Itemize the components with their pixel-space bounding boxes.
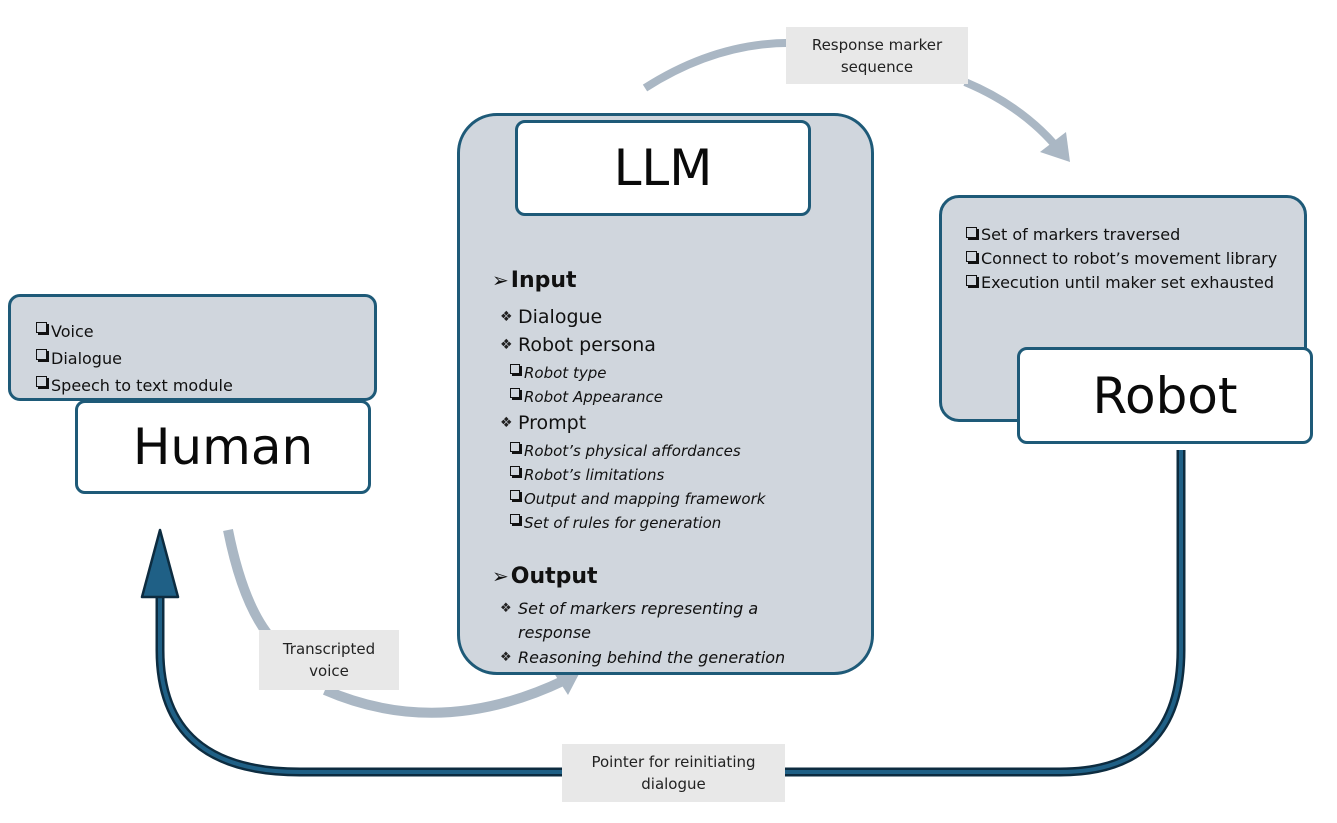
list-item: Speech to text module bbox=[36, 372, 233, 399]
llm-input-items-prompt: ❖Prompt bbox=[500, 409, 586, 437]
list-item: Dialogue bbox=[36, 345, 233, 372]
checkbox-icon bbox=[966, 275, 977, 286]
checkbox-icon bbox=[36, 322, 47, 333]
list-item: Robot’s physical affordances bbox=[510, 439, 765, 463]
return-arrowhead bbox=[140, 528, 180, 599]
checkbox-icon bbox=[510, 388, 520, 398]
llm-title: LLM bbox=[613, 139, 713, 197]
llm-node[interactable]: LLM bbox=[515, 120, 811, 216]
diamond-bullet-icon: ❖ bbox=[500, 309, 513, 325]
list-item: ❖Robot persona bbox=[500, 334, 656, 356]
arrow-robot-to-human bbox=[140, 450, 1186, 777]
list-item: Set of markers traversed bbox=[966, 223, 1286, 247]
llm-input-section: ➢ Input bbox=[492, 266, 577, 294]
arrowhead-bullet-icon: ➢ bbox=[492, 268, 509, 292]
checkbox-icon bbox=[510, 466, 520, 476]
list-item: Robot’s limitations bbox=[510, 463, 765, 487]
edge-label-robot-to-human: Pointer for reinitiating dialogue bbox=[562, 744, 785, 802]
list-item: ❖Set of markers representing a response bbox=[500, 599, 759, 642]
diamond-bullet-icon: ❖ bbox=[500, 337, 513, 353]
llm-input-items: ❖Dialogue ❖Robot persona bbox=[500, 303, 656, 359]
robot-items: Set of markers traversed Connect to robo… bbox=[966, 223, 1286, 295]
arrow-llm-to-robot bbox=[642, 38, 801, 92]
human-title: Human bbox=[132, 418, 314, 476]
human-details-panel: Voice Dialogue Speech to text module bbox=[8, 294, 377, 401]
robot-persona-subitems: Robot type Robot Appearance bbox=[510, 361, 663, 409]
arrow-llm-to-robot-head bbox=[1040, 132, 1070, 162]
list-item: Robot type bbox=[510, 361, 663, 385]
diamond-bullet-icon: ❖ bbox=[500, 601, 512, 616]
list-item: Voice bbox=[36, 318, 233, 345]
checkbox-icon bbox=[36, 349, 47, 360]
arrow-human-to-llm-tail bbox=[323, 675, 568, 718]
list-item: ❖Prompt bbox=[500, 412, 587, 434]
diamond-bullet-icon: ❖ bbox=[500, 415, 513, 431]
input-heading: ➢ Input bbox=[492, 267, 577, 293]
checkbox-icon bbox=[510, 514, 520, 524]
arrow-human-to-llm-head bbox=[552, 670, 580, 695]
robot-title: Robot bbox=[1092, 366, 1238, 425]
list-item: ❖Dialogue bbox=[500, 306, 603, 328]
arrow-llm-to-robot-tail bbox=[963, 78, 1059, 148]
arrowhead-bullet-icon: ➢ bbox=[492, 564, 509, 588]
list-item: Connect to robot’s movement library bbox=[966, 247, 1286, 271]
output-heading: ➢ Output bbox=[492, 563, 598, 589]
human-node[interactable]: Human bbox=[75, 400, 371, 494]
robot-node[interactable]: Robot bbox=[1017, 347, 1313, 444]
edge-label-llm-to-robot: Response marker sequence bbox=[786, 27, 968, 84]
checkbox-icon bbox=[966, 251, 977, 262]
human-items: Voice Dialogue Speech to text module bbox=[36, 318, 233, 399]
checkbox-icon bbox=[966, 227, 977, 238]
diamond-bullet-icon: ❖ bbox=[500, 650, 512, 665]
checkbox-icon bbox=[36, 376, 47, 387]
list-item: Robot Appearance bbox=[510, 385, 663, 409]
checkbox-icon bbox=[510, 490, 520, 500]
edge-label-human-to-llm: Transcripted voice bbox=[259, 630, 399, 690]
list-item: Output and mapping framework bbox=[510, 487, 765, 511]
list-item: ❖Reasoning behind the generation bbox=[500, 646, 830, 670]
list-item: Set of rules for generation bbox=[510, 511, 765, 535]
llm-output-section: ➢ Output bbox=[492, 562, 598, 590]
checkbox-icon bbox=[510, 364, 520, 374]
checkbox-icon bbox=[510, 442, 520, 452]
list-item: Execution until maker set exhausted bbox=[966, 271, 1286, 295]
llm-output-items: ❖Set of markers representing a response … bbox=[500, 597, 830, 670]
prompt-subitems: Robot’s physical affordances Robot’s lim… bbox=[510, 439, 765, 535]
